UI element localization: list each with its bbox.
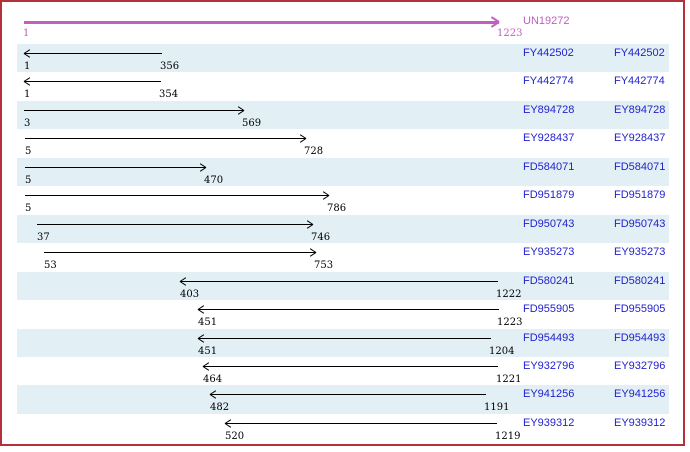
accession-label-secondary[interactable]: EY941256 <box>614 388 666 400</box>
start-coordinate: 3 <box>24 118 31 129</box>
accession-label-secondary[interactable]: FD954493 <box>614 332 666 344</box>
accession-label-primary[interactable]: FY442774 <box>523 75 574 87</box>
arrow-shaft <box>25 194 329 196</box>
end-coordinate: 470 <box>204 175 224 186</box>
arrow-shaft <box>198 337 491 339</box>
accession-label-secondary[interactable]: FY442774 <box>614 75 665 87</box>
alignment-row <box>17 101 669 129</box>
arrow-shaft <box>24 52 162 54</box>
reference-name: UN19272 <box>523 15 570 27</box>
end-coordinate: 1204 <box>489 346 515 357</box>
arrow-shaft <box>203 365 498 367</box>
arrow-shaft <box>37 223 313 225</box>
accession-label-primary[interactable]: FD580241 <box>523 275 575 287</box>
start-coordinate: 53 <box>44 260 57 271</box>
start-coordinate: 5 <box>25 146 32 157</box>
start-coordinate: 451 <box>198 346 218 357</box>
accession-label-secondary[interactable]: FY442502 <box>614 47 665 59</box>
alignment-row <box>17 385 669 414</box>
end-coordinate: 1222 <box>496 289 522 300</box>
accession-label-primary[interactable]: EY935273 <box>523 246 575 258</box>
accession-label-primary[interactable]: FD950743 <box>523 218 575 230</box>
start-coordinate: 464 <box>203 374 223 385</box>
end-coordinate: 356 <box>160 61 180 72</box>
accession-label-primary[interactable]: FD955905 <box>523 303 575 315</box>
end-coordinate: 354 <box>159 89 179 100</box>
accession-label-primary[interactable]: EY941256 <box>523 388 575 400</box>
alignment-row <box>17 44 669 72</box>
start-coordinate: 520 <box>225 431 245 442</box>
alignment-row <box>17 215 669 243</box>
start-coordinate: 403 <box>180 289 200 300</box>
accession-label-secondary[interactable]: EY928437 <box>614 132 666 144</box>
arrow-shaft <box>225 422 497 424</box>
arrow-shaft <box>25 137 306 139</box>
reference-end-coordinate: 1223 <box>497 28 523 39</box>
accession-label-secondary[interactable]: FD584071 <box>614 161 666 173</box>
accession-label-primary[interactable]: FY442502 <box>523 47 574 59</box>
accession-label-secondary[interactable]: FD955905 <box>614 303 666 315</box>
accession-label-primary[interactable]: FD951879 <box>523 189 575 201</box>
arrow-shaft <box>180 280 498 282</box>
start-coordinate: 5 <box>25 175 32 186</box>
end-coordinate: 786 <box>327 203 347 214</box>
end-coordinate: 1221 <box>496 374 522 385</box>
accession-label-primary[interactable]: EY939312 <box>523 417 575 429</box>
arrow-shaft <box>210 393 486 395</box>
start-coordinate: 5 <box>25 203 32 214</box>
accession-label-secondary[interactable]: EY935273 <box>614 246 666 258</box>
accession-label-secondary[interactable]: EY939312 <box>614 417 666 429</box>
alignment-row <box>17 329 669 357</box>
reference-start-coordinate: 1 <box>23 28 30 39</box>
start-coordinate: 451 <box>198 317 218 328</box>
accession-label-primary[interactable]: FD954493 <box>523 332 575 344</box>
accession-label-primary[interactable]: FD584071 <box>523 161 575 173</box>
accession-label-secondary[interactable]: FD950743 <box>614 218 666 230</box>
alignment-row <box>17 272 669 300</box>
end-coordinate: 1191 <box>484 402 510 413</box>
arrow-shaft <box>24 109 244 111</box>
start-coordinate: 482 <box>210 402 230 413</box>
start-coordinate: 1 <box>24 89 31 100</box>
accession-label-primary[interactable]: EY894728 <box>523 104 575 116</box>
end-coordinate: 1219 <box>495 431 521 442</box>
arrow-shaft <box>24 20 499 24</box>
accession-label-primary[interactable]: EY928437 <box>523 132 575 144</box>
alignment-row <box>17 158 669 186</box>
accession-label-secondary[interactable]: EY894728 <box>614 104 666 116</box>
start-coordinate: 37 <box>37 232 50 243</box>
arrow-shaft <box>44 251 316 253</box>
start-coordinate: 1 <box>24 61 31 72</box>
arrow-shaft <box>198 308 499 310</box>
end-coordinate: 746 <box>311 232 331 243</box>
accession-label-primary[interactable]: EY932796 <box>523 360 575 372</box>
end-coordinate: 728 <box>304 146 324 157</box>
end-coordinate: 1223 <box>497 317 523 328</box>
arrow-shaft <box>24 80 161 82</box>
end-coordinate: 569 <box>242 118 262 129</box>
arrow-shaft <box>25 166 206 168</box>
accession-label-secondary[interactable]: FD580241 <box>614 275 666 287</box>
end-coordinate: 753 <box>314 260 334 271</box>
accession-label-secondary[interactable]: FD951879 <box>614 189 666 201</box>
accession-label-secondary[interactable]: EY932796 <box>614 360 666 372</box>
